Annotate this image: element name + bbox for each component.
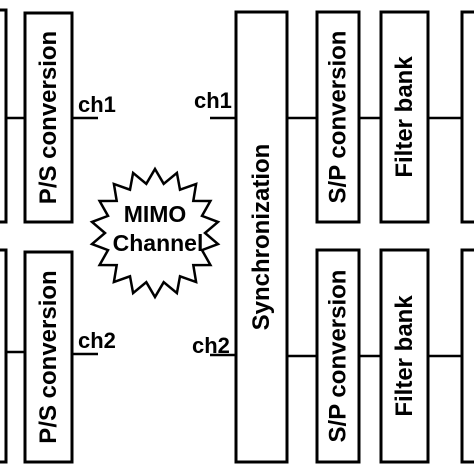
left-edge-block-top <box>0 8 8 224</box>
ps-conversion-bottom-block: P/S conversion <box>23 250 74 464</box>
right-edge-block-top <box>460 10 474 224</box>
ps-conversion-top-block: P/S conversion <box>23 11 74 224</box>
tx-ch2-label: ch2 <box>78 328 116 353</box>
filter-bank-top-label: Filter bank <box>391 56 418 178</box>
sp-conversion-bottom-label: S/P conversion <box>325 270 352 443</box>
synchronization-block: Synchronization <box>234 10 289 464</box>
mimo-label-line1: MIMO <box>124 201 187 227</box>
sp-conversion-top-label: S/P conversion <box>325 31 352 204</box>
mimo-channel-shape: MIMO Channel <box>89 166 221 300</box>
rx-ch2-label: ch2 <box>192 333 230 358</box>
tx-ch1-label: ch1 <box>78 92 116 117</box>
sp-conversion-bottom-block: S/P conversion <box>315 248 361 464</box>
ps-conversion-top-label: P/S conversion <box>35 31 62 204</box>
ps-conversion-bottom-label: P/S conversion <box>35 270 62 443</box>
synchronization-label: Synchronization <box>248 144 275 331</box>
rx-ch1-label: ch1 <box>194 88 232 113</box>
sp-conversion-top-block: S/P conversion <box>315 10 361 224</box>
right-edge-block-bottom <box>460 248 474 464</box>
left-edge-block-bottom <box>0 248 8 464</box>
filter-bank-bottom-block: Filter bank <box>379 248 430 464</box>
starburst-outline <box>89 166 221 300</box>
filter-bank-top-block: Filter bank <box>379 10 430 224</box>
mimo-label-line2: Channel <box>113 230 204 256</box>
filter-bank-bottom-label: Filter bank <box>391 295 418 417</box>
